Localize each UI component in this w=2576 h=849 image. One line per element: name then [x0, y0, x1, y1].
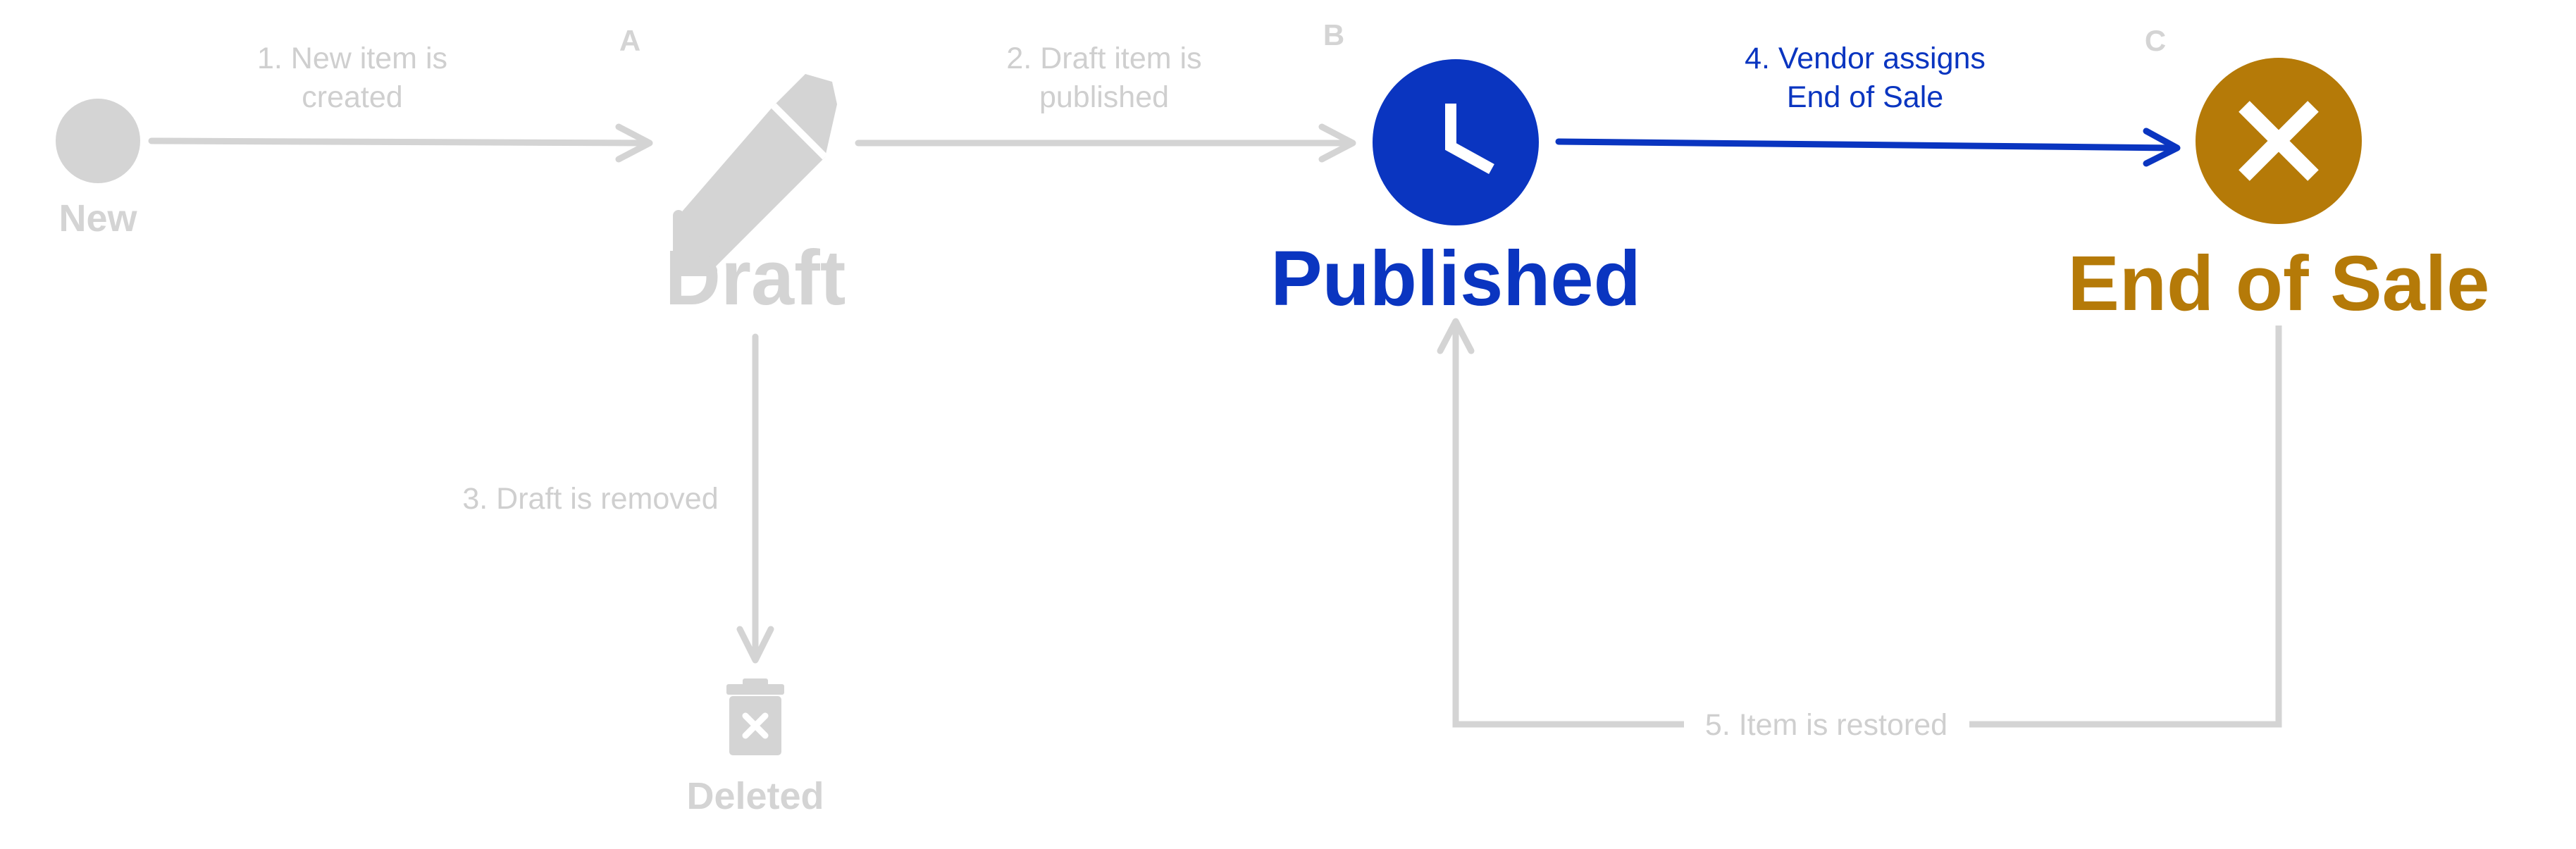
state-new-label: New	[58, 197, 137, 240]
state-draft-label: Draft	[665, 235, 846, 321]
connector-line	[148, 137, 652, 147]
state-published: B Published	[1270, 18, 1641, 322]
state-deleted-label: Deleted	[686, 775, 824, 817]
arrowhead	[1437, 318, 1475, 354]
connector-end-of-sale-to-published	[1437, 318, 2282, 728]
state-draft: A Draft	[619, 24, 846, 321]
close-x-icon	[2196, 58, 2362, 224]
transition-label-5: 5. Item is restored	[1705, 708, 1948, 742]
arrowhead	[1318, 123, 1356, 163]
transition-label-3-line1: 3. Draft is removed	[462, 482, 718, 516]
transition-label-2-line2: published	[1039, 80, 1169, 114]
connector-published-to-end-of-sale	[1555, 128, 2181, 167]
state-end-of-sale: C End of Sale	[2068, 24, 2490, 327]
state-published-label: Published	[1270, 235, 1641, 322]
clock-icon	[1373, 59, 1539, 225]
transition-label-1: 1. New item is created	[257, 42, 447, 114]
state-end-of-sale-label: End of Sale	[2068, 240, 2490, 327]
connector-line	[1452, 326, 1684, 728]
arrowhead	[615, 123, 653, 163]
pencil-icon	[673, 74, 837, 276]
connector-draft-to-published	[855, 123, 1356, 163]
transition-label-1-line2: created	[302, 80, 402, 114]
state-end-of-sale-letter: C	[2145, 24, 2166, 57]
state-draft-letter: A	[619, 24, 640, 57]
connector-new-to-draft	[148, 123, 653, 163]
state-deleted: Deleted	[686, 678, 824, 817]
transition-label-3: 3. Draft is removed	[462, 482, 718, 516]
connector-line	[1555, 138, 2179, 151]
transition-label-5-line1: 5. Item is restored	[1705, 708, 1948, 742]
connector-line	[1969, 326, 2282, 728]
arrowhead	[2143, 128, 2181, 167]
filled-circle-icon	[56, 99, 140, 183]
transition-label-4-line1: 4. Vendor assigns	[1745, 42, 1986, 75]
state-new: New	[56, 99, 140, 240]
trash-icon	[726, 678, 784, 755]
transition-label-2-line1: 2. Draft item is	[1006, 42, 1201, 75]
transition-label-4: 4. Vendor assigns End of Sale	[1745, 42, 1986, 114]
transition-label-2: 2. Draft item is published	[1006, 42, 1201, 114]
transition-label-1-line1: 1. New item is	[257, 42, 447, 75]
state-published-letter: B	[1323, 18, 1344, 51]
connector-draft-to-deleted	[736, 333, 774, 664]
transition-label-4-line2: End of Sale	[1787, 80, 1943, 114]
arrowhead	[736, 626, 774, 664]
